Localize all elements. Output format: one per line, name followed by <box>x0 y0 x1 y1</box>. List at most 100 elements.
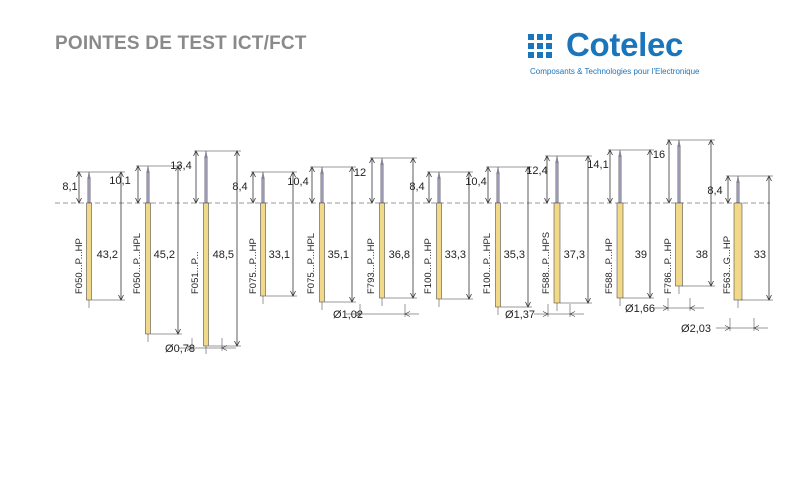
overall-length-label: 48,5 <box>213 249 234 261</box>
tip-dimension: 8,4 <box>409 171 442 204</box>
tip-dimension-arrow-arrowhead-top <box>607 149 613 156</box>
probe-plunger <box>204 156 208 204</box>
probe-tip <box>437 171 441 179</box>
tip-dimension: 8,4 <box>707 175 741 204</box>
probe-tip <box>261 171 265 179</box>
tip-dimension-arrow-arrowhead-bottom <box>193 197 199 204</box>
diameter-label: Ø2,03 <box>681 323 711 335</box>
tip-dimension-arrow-arrowhead-top <box>309 166 315 173</box>
probe-model-label: F588...P...HP <box>604 238 615 294</box>
overall-length-label: 33 <box>754 249 766 261</box>
probe-plunger <box>87 177 91 204</box>
tip-dimension-arrow-arrowhead-bottom <box>250 197 256 204</box>
tip-dimension-arrow-arrowhead-bottom <box>76 197 82 204</box>
diameter-callout-4: Ø1,66 <box>625 298 704 315</box>
logo-grid-icon <box>528 34 560 62</box>
length-dimension-arrow-arrowhead-top <box>410 157 416 164</box>
length-dimension: 33 <box>741 175 773 301</box>
probe-6: 12 36,8 F793...P...HP <box>354 157 417 306</box>
length-dimension: 37,3 <box>560 155 592 304</box>
length-dimension-arrow-arrowhead-bottom <box>349 296 355 303</box>
length-dimension-arrow-arrowhead-bottom <box>175 328 181 335</box>
tip-dimension: 16 <box>653 139 682 204</box>
length-dimension-arrow-arrowhead-bottom <box>525 301 531 308</box>
overall-length-label: 37,3 <box>564 249 585 261</box>
probe-barrel <box>675 202 683 287</box>
probe-2: 10,1 45,2 F050...P...HPL <box>109 165 182 342</box>
tip-length-label: 12,4 <box>526 165 547 177</box>
tip-dimension-arrow-arrowhead-bottom <box>309 197 315 204</box>
tip-dimension-arrow-arrowhead-top <box>369 157 375 164</box>
tip-dimension-arrow-arrowhead-top <box>193 150 199 157</box>
diameter-callout-5: Ø2,03 <box>681 318 768 335</box>
tip-dimension-arrow-arrowhead-top <box>76 171 82 178</box>
probe-barrel <box>86 202 92 301</box>
tip-dimension-arrow-arrowhead-top <box>426 171 432 178</box>
length-dimension-arrow-arrowhead-top <box>349 166 355 173</box>
tip-dimension-arrow-arrowhead-bottom <box>369 197 375 204</box>
length-dimension-arrow-arrowhead-bottom <box>410 292 416 299</box>
length-dimension-arrow-arrowhead-top <box>585 155 591 162</box>
tip-dimension-arrow-arrowhead-bottom <box>485 197 491 204</box>
probe-plunger <box>496 172 500 204</box>
tip-dimension-arrow-arrowhead-top <box>666 139 672 146</box>
length-dimension-arrow-arrowhead-top <box>234 150 240 157</box>
probe-barrel <box>145 202 151 335</box>
logo-tagline: Composants & Technologies pour l'Electro… <box>530 67 700 76</box>
probe-plunger <box>618 155 622 204</box>
overall-length-label: 39 <box>635 249 647 261</box>
length-dimension: 43,2 <box>92 171 125 301</box>
probe-tip <box>618 149 622 157</box>
length-dimension: 39 <box>623 149 654 299</box>
probe-plunger <box>261 177 265 204</box>
tip-length-label: 8,4 <box>707 185 722 197</box>
tip-length-label: 10,1 <box>109 175 130 187</box>
probe-barrel <box>733 202 743 301</box>
probe-tip <box>496 166 500 174</box>
tip-dimension-arrow-arrowhead-bottom <box>135 197 141 204</box>
diameter-label: Ø1,66 <box>625 303 655 315</box>
probe-barrel <box>616 202 624 299</box>
length-dimension: 45,2 <box>151 165 182 335</box>
tip-dimension-arrow-arrowhead-bottom <box>725 197 731 204</box>
length-dimension-arrow-arrowhead-bottom <box>708 280 714 287</box>
length-dimension-arrow-arrowhead-bottom <box>118 294 124 301</box>
probe-model-label: F050...P...HPL <box>132 233 143 294</box>
probe-tip <box>204 150 208 158</box>
length-dimension: 38 <box>682 139 715 287</box>
probe-barrel <box>203 202 209 347</box>
overall-length-label: 36,8 <box>389 249 410 261</box>
overall-length-label: 35,3 <box>504 249 525 261</box>
page-title: POINTES DE TEST ICT/FCT <box>55 33 307 54</box>
probe-model-label: F100...P...HP <box>423 238 434 294</box>
probe-plunger <box>677 145 681 204</box>
tip-dimension-arrow-arrowhead-bottom <box>426 197 432 204</box>
tip-dimension: 10,4 <box>287 166 325 204</box>
probe-barrel <box>495 202 501 308</box>
tip-dimension-arrow-arrowhead-top <box>485 166 491 173</box>
length-dimension-arrow-arrowhead-top <box>466 171 472 178</box>
length-dimension-arrow-arrowhead-bottom <box>466 293 472 300</box>
probe-model-label: F786...P...HP <box>663 238 674 294</box>
probe-tip <box>146 165 150 173</box>
tip-dimension-arrow-arrowhead-top <box>135 165 141 172</box>
probe-tip <box>87 171 91 179</box>
probe-model-label: F075...P...HP <box>248 238 259 294</box>
tip-dimension-arrow-arrowhead-top <box>544 155 550 162</box>
tip-dimension-arrow-arrowhead-bottom <box>607 197 613 204</box>
overall-length-label: 38 <box>696 249 708 261</box>
overall-length-label: 45,2 <box>154 249 175 261</box>
tip-dimension: 10,1 <box>109 165 151 204</box>
tip-dimension: 8,1 <box>62 171 92 204</box>
tip-dimension: 12 <box>354 157 385 204</box>
tip-length-label: 12 <box>354 167 366 179</box>
tip-dimension-arrow-arrowhead-bottom <box>544 197 550 204</box>
length-dimension: 35,3 <box>501 166 532 308</box>
probe-model-label: F793...P...HP <box>366 238 377 294</box>
probe-11: 16 38 F786...P...HP <box>653 139 715 294</box>
tip-length-label: 10,4 <box>287 176 308 188</box>
